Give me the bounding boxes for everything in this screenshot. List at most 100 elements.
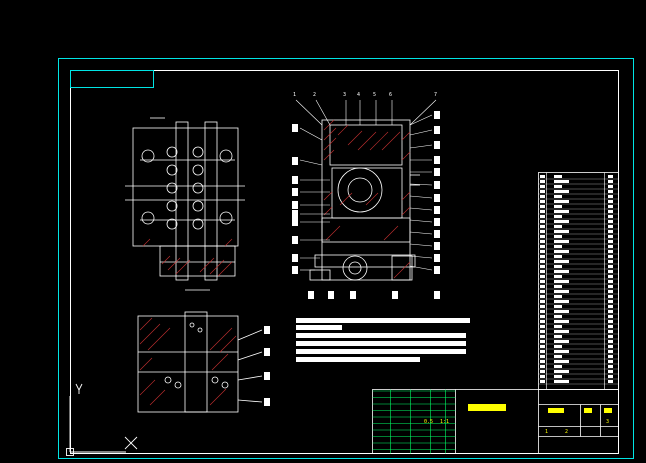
parts-row-index (540, 300, 545, 303)
parts-row-qty (608, 325, 613, 328)
parts-row-index (540, 280, 545, 283)
parts-row-index (540, 325, 545, 328)
parts-row-index (540, 210, 545, 213)
parts-row-qty (608, 360, 613, 363)
technical-requirements-notes (296, 318, 470, 362)
parts-row-qty (608, 310, 613, 313)
parts-row-name (554, 175, 562, 178)
reverse-title-box (70, 70, 154, 88)
parts-row-name (554, 190, 569, 193)
parts-row-index (540, 215, 545, 218)
hatch-side-view (139, 317, 237, 406)
parts-row-name (554, 365, 562, 368)
part-tags-side (264, 326, 270, 406)
parts-row-index (540, 270, 545, 273)
parts-row-index (540, 275, 545, 278)
parts-row-qty (608, 175, 613, 178)
title-value-5: 3 (606, 419, 609, 425)
parts-row-qty (608, 305, 613, 308)
parts-row-qty (608, 335, 613, 338)
parts-row-name (554, 300, 569, 303)
callout-4: 4 (357, 92, 360, 98)
callout-6: 6 (389, 92, 392, 98)
drawing-name-redacted (468, 404, 506, 411)
parts-row-qty (608, 180, 613, 183)
parts-row-name (554, 245, 562, 248)
parts-row-index (540, 180, 545, 183)
parts-list-rows (538, 175, 619, 385)
parts-row-name (554, 305, 562, 308)
parts-row-name (554, 345, 562, 348)
parts-row-index (540, 225, 545, 228)
section-view-main (309, 119, 420, 281)
parts-row-index (540, 185, 545, 188)
callout-5: 5 (373, 92, 376, 98)
parts-row-index (540, 360, 545, 363)
parts-row-name (554, 315, 562, 318)
parts-row-name (554, 320, 569, 323)
parts-row-name (554, 340, 569, 343)
parts-row-name (554, 240, 569, 243)
parts-row-index (540, 230, 545, 233)
parts-row-index (540, 345, 545, 348)
parts-row-qty (608, 270, 613, 273)
parts-row-index (540, 200, 545, 203)
parts-row-name (554, 230, 569, 233)
parts-row-name (554, 210, 569, 213)
top-callout-numbers: 1 2 3 4 5 6 7 (293, 92, 437, 98)
parts-row-qty (608, 265, 613, 268)
parts-row-name (554, 200, 569, 203)
leaders-right (295, 99, 437, 271)
parts-row-qty (608, 295, 613, 298)
parts-row-qty (608, 380, 613, 383)
parts-row-index (540, 350, 545, 353)
callout-7: 7 (434, 92, 437, 98)
parts-row-name (554, 285, 562, 288)
parts-row-qty (608, 355, 613, 358)
parts-row-name (554, 295, 562, 298)
parts-row-qty (608, 235, 613, 238)
hatch-plan-view (142, 238, 233, 277)
parts-row-qty (608, 370, 613, 373)
parts-row-index (540, 305, 545, 308)
parts-row-name (554, 225, 562, 228)
parts-row-qty (608, 230, 613, 233)
parts-row-qty (608, 280, 613, 283)
parts-row-index (540, 330, 545, 333)
parts-row-qty (608, 320, 613, 323)
parts-row-qty (608, 285, 613, 288)
parts-row-name (554, 280, 569, 283)
parts-row-qty (608, 330, 613, 333)
parts-row-qty (608, 340, 613, 343)
parts-row-qty (608, 345, 613, 348)
parts-row-index (540, 375, 545, 378)
parts-row-qty (608, 215, 613, 218)
title-block-text: 0.5 1:1 1 2 3 (424, 404, 612, 435)
parts-row-index (540, 340, 545, 343)
parts-row-index (540, 245, 545, 248)
parts-row-qty (608, 190, 613, 193)
parts-row-index (540, 290, 545, 293)
parts-row-name (554, 205, 562, 208)
parts-row-qty (608, 210, 613, 213)
field-redacted-2 (584, 408, 592, 413)
parts-row-name (554, 350, 569, 353)
parts-row-index (540, 240, 545, 243)
parts-row-qty (608, 350, 613, 353)
plan-view-top-left (125, 117, 245, 291)
title-value-4: 2 (565, 429, 568, 435)
callout-1: 1 (293, 92, 296, 98)
title-value-1: 0.5 (424, 419, 433, 425)
parts-row-index (540, 285, 545, 288)
parts-row-name (554, 195, 562, 198)
title-value-3: 1 (545, 429, 548, 435)
parts-row-qty (608, 225, 613, 228)
part-tags-right (434, 111, 440, 274)
parts-row-name (554, 185, 562, 188)
parts-row-name (554, 180, 569, 183)
parts-row-qty (608, 315, 613, 318)
parts-row-name (554, 375, 562, 378)
parts-row-index (540, 320, 545, 323)
parts-row-qty (608, 205, 613, 208)
